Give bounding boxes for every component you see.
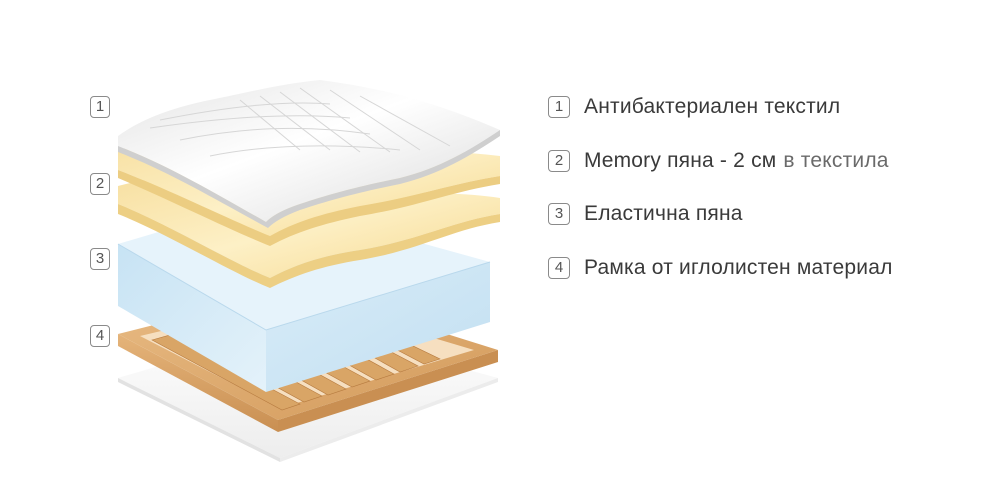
textile-top-layer (118, 80, 500, 228)
diagram-badge-1: 1 (90, 96, 110, 118)
legend-label: Рамка от иглолистен материал (584, 256, 893, 279)
legend-item-2: 2 Memory пяна - 2 см в текстила (548, 148, 889, 174)
legend-label: Антибактериален текстил (584, 95, 841, 118)
legend-label: Memory пяна - 2 см (584, 149, 777, 172)
diagram-badge-4: 4 (90, 325, 110, 347)
legend-badge: 2 (548, 150, 570, 172)
legend-item-3: 3 Еластична пяна (548, 201, 743, 227)
legend-badge: 3 (548, 203, 570, 225)
diagram-badge-3: 3 (90, 248, 110, 270)
legend-label: Еластична пяна (584, 202, 743, 225)
legend-suffix: в текстила (783, 149, 889, 172)
diagram-badge-2: 2 (90, 173, 110, 195)
legend-badge: 1 (548, 96, 570, 118)
legend-badge: 4 (548, 257, 570, 279)
legend-item-4: 4 Рамка от иглолистен материал (548, 255, 893, 281)
legend-item-1: 1 Антибактериален текстил (548, 94, 840, 120)
